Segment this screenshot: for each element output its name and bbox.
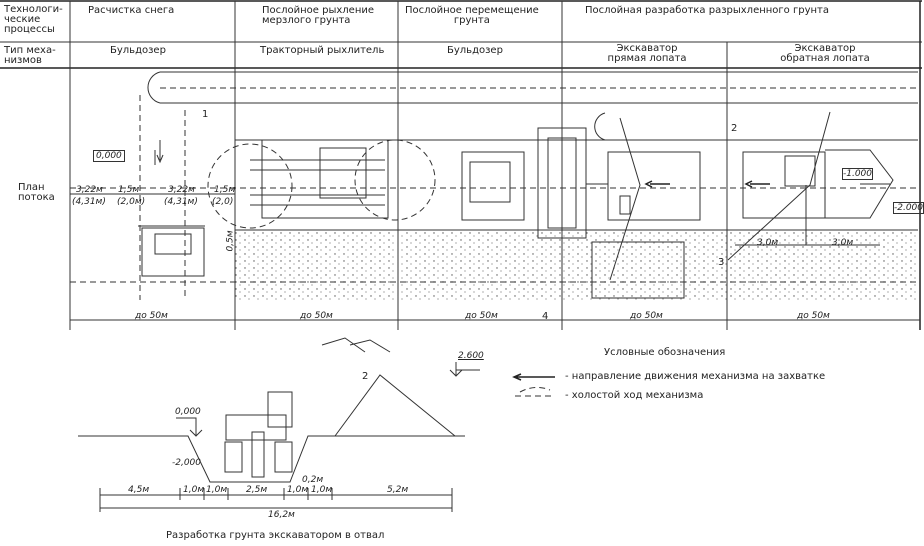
callout-4: 4: [542, 311, 549, 322]
trench-strips: [70, 139, 918, 302]
section-dim-5: 1,0м: [287, 485, 309, 495]
section-dim-6: 1,0м: [311, 485, 333, 495]
mechanism-bulldozer-1: Бульдозер: [110, 45, 166, 56]
callout-2: 2: [731, 123, 738, 134]
dim-7: 1,5м: [214, 185, 236, 195]
mechanism-shovel: Экскаватор прямая лопата: [607, 43, 687, 64]
section-elev-pile: 2.600: [458, 351, 484, 361]
section-dim-4: 2,5м: [246, 485, 268, 495]
section-length-4: до 50м: [630, 311, 663, 321]
bulldozer-1: [141, 227, 205, 277]
process-ripping: Послойное рыхление мерзлого грунта: [262, 5, 375, 26]
dim-1: 3,22м: [76, 185, 103, 195]
mechanism-backhoe: Экскаватор обратная лопата: [780, 43, 870, 64]
header-row2-label: Тип меха- низмов: [4, 45, 56, 66]
table-grid: [0, 0, 922, 330]
process-moving: Послойное перемещение грунта: [405, 5, 539, 26]
legend-title: Условные обозначения: [604, 347, 726, 358]
elevation-minus1: -1.000: [842, 168, 874, 180]
dump-truck: [591, 241, 685, 299]
section-elev-top: 0,000: [175, 407, 201, 417]
section-elev-bottom: -2,000: [172, 458, 202, 468]
section-length-3: до 50м: [465, 311, 498, 321]
section-callout-2: 2: [362, 371, 369, 382]
section-dim-8: 0,2м: [302, 475, 324, 485]
section-length-5: до 50м: [797, 311, 830, 321]
dim-8: (2,0): [212, 197, 234, 207]
process-snow: Расчистка снега: [88, 5, 175, 16]
section-total: 16,2м: [268, 510, 295, 520]
dim-4: (2,0м): [117, 197, 146, 207]
legend-item-idle: - холостой ход механизма: [565, 390, 704, 401]
callout-3: 3: [718, 257, 725, 268]
callout-1: 1: [202, 109, 209, 120]
mechanism-bulldozer-2: Бульдозер: [447, 45, 503, 56]
mechanism-ripper: Тракторный рыхлитель: [260, 45, 385, 56]
process-excavation: Послойная разработка разрыхленного грунт…: [585, 5, 829, 16]
bulldozer-2: [461, 127, 587, 239]
ripper: [207, 139, 436, 229]
dim-9: 0,5м: [225, 230, 236, 252]
dim-11: 3,0м: [832, 238, 854, 248]
dim-3: 1,5м: [118, 185, 140, 195]
legend-symbols: [512, 373, 555, 397]
elevation-minus2: -2.000: [893, 202, 924, 214]
header-row1-label: Технологи- ческие процессы: [4, 4, 63, 35]
section-caption: Разработка грунта экскаватором в отвал: [166, 530, 385, 541]
section-length-1: до 50м: [135, 311, 168, 321]
dim-6: (4,31м): [164, 197, 198, 207]
section-dim-1: 4,5м: [128, 485, 150, 495]
dim-5: 3,22м: [168, 185, 195, 195]
dim-10: 3,0м: [757, 238, 779, 248]
section-dim-2: 1,0м: [183, 485, 205, 495]
plan-label: План потока: [18, 182, 55, 203]
section-dim-7: 5,2м: [387, 485, 409, 495]
snow-clearing-zone: [70, 95, 235, 300]
section-drawing: [78, 337, 480, 512]
section-length-2: до 50м: [300, 311, 333, 321]
elevation-zero: 0,000: [93, 150, 125, 162]
excavator-backhoe: [727, 111, 894, 261]
excavator-shovel: [586, 112, 701, 299]
section-dim-3: 1,0м: [206, 485, 228, 495]
idle-track: [147, 71, 918, 104]
direction-arrows: [156, 140, 770, 188]
dim-2: (4,31м): [72, 197, 106, 207]
legend-item-direction: - направление движения механизма на захв…: [565, 371, 826, 382]
